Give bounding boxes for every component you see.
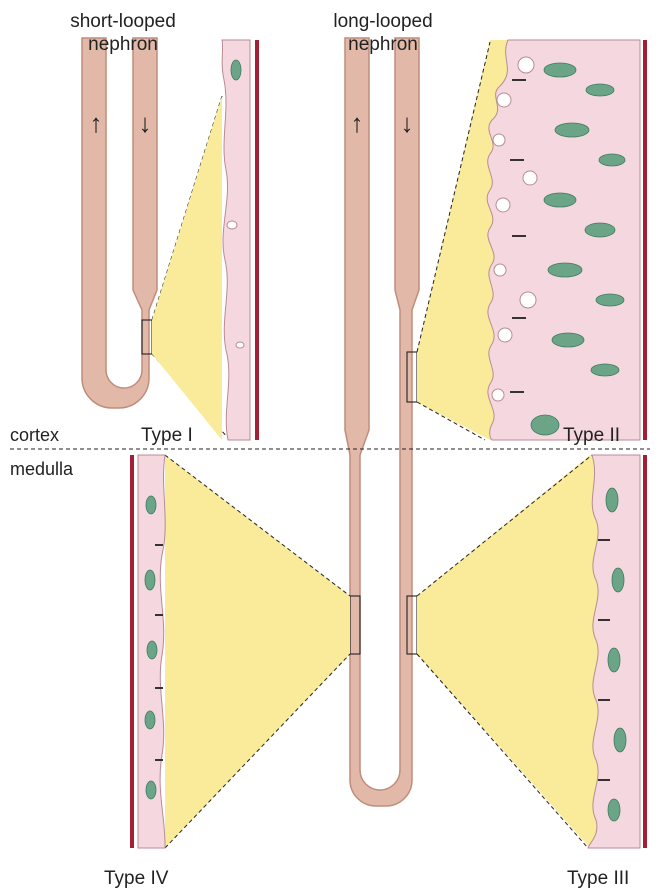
type-ii-panel [417, 40, 645, 440]
short-looped-label-line1: short-looped [70, 11, 176, 32]
type-iv-mitochondrion [146, 781, 156, 799]
type-ii-mitochondrion [585, 223, 615, 237]
type-ii-label: Type II [563, 425, 620, 446]
type-iv-mitochondrion [146, 496, 156, 514]
type-iii-mitochondrion [606, 488, 618, 512]
type-iv-panel [132, 455, 350, 848]
long-looped-label-line1: long-looped [333, 11, 432, 32]
medulla-label: medulla [10, 459, 74, 479]
type-i-mitochondrion [231, 60, 241, 80]
type-iii-lumen [417, 455, 600, 848]
type-i-label: Type I [141, 425, 193, 446]
short-loop-tubule [82, 38, 157, 408]
short-loop-ascending-arrow: ↑ [90, 108, 103, 138]
type-iii-mitochondrion [612, 568, 624, 592]
type-iv-mitochondrion [145, 570, 155, 590]
type-ii-mitochondrion [599, 154, 625, 166]
type-ii-mitochondrion [548, 263, 582, 277]
type-iv-mitochondrion [147, 641, 157, 659]
type-iii-label: Type III [567, 868, 629, 889]
type-ii-mitochondrion [544, 63, 576, 77]
type-ii-mitochondrion [596, 294, 624, 306]
type-iii-mitochondrion [608, 799, 620, 821]
long-loop-descending-arrow: ↓ [401, 108, 414, 138]
long-looped-nephron: ↑ ↓ [345, 38, 419, 806]
type-iv-label: Type IV [104, 868, 169, 889]
type-i-epithelium [222, 40, 250, 440]
type-ii-mitochondrion [552, 333, 584, 347]
type-i-vesicle [227, 221, 237, 229]
long-loop-ascending-arrow: ↑ [351, 108, 364, 138]
type-iii-mitochondrion [608, 648, 620, 672]
type-ii-mitochondrion [544, 193, 576, 207]
type-ii-mitochondrion [586, 84, 614, 96]
type-ii-mitochondrion [531, 415, 559, 435]
type-i-panel [152, 40, 257, 440]
type-iv-mitochondrion [145, 711, 155, 729]
type-iii-panel [417, 455, 645, 848]
type-i-vesicle [236, 342, 244, 348]
short-loop-descending-arrow: ↓ [139, 108, 152, 138]
type-ii-mitochondrion [591, 364, 619, 376]
type-iv-lumen [165, 455, 350, 848]
short-looped-label-line2: nephron [88, 34, 158, 55]
cortex-label: cortex [10, 425, 59, 445]
type-ii-mitochondrion [555, 123, 589, 137]
long-looped-label-line2: nephron [348, 34, 418, 55]
type-iii-mitochondrion [614, 728, 626, 752]
type-i-lumen [152, 96, 222, 440]
long-loop-tubule [345, 38, 419, 806]
